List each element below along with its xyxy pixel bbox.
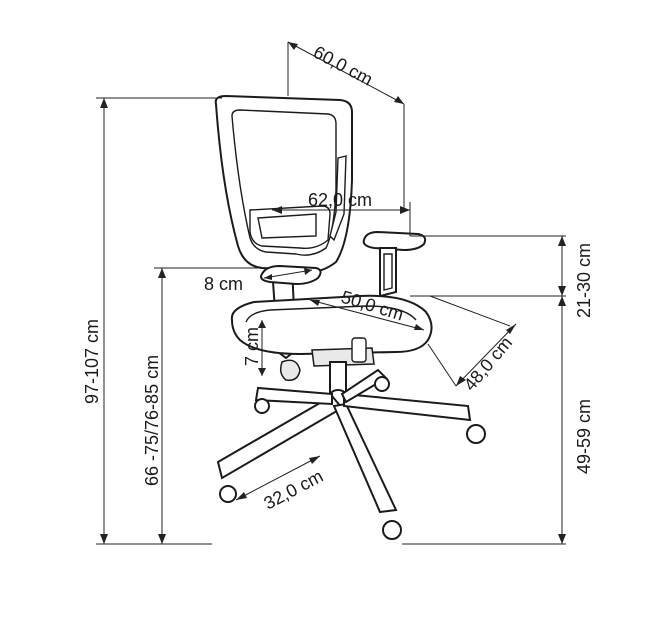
label-seat-height: 49-59 cm xyxy=(574,399,594,474)
office-chair-drawing xyxy=(214,94,486,540)
label-total-height: 97-107 cm xyxy=(82,319,102,404)
base-leg-right xyxy=(343,392,472,422)
label-armrest-total-height: 66 -75/76-85 cm xyxy=(142,355,162,486)
left-armrest xyxy=(260,264,322,286)
label-seat-width: 48,0 cm xyxy=(460,333,516,395)
dimension-lines xyxy=(96,41,566,545)
label-base-radius: 32,0 cm xyxy=(260,466,326,514)
right-armrest xyxy=(362,230,427,252)
label-depth-top: 60,0 cm xyxy=(310,42,376,90)
base-leg-front-left xyxy=(216,394,344,480)
label-armrest-height-adj: 7 cm xyxy=(242,327,262,366)
base-leg-back-left xyxy=(254,386,333,406)
base-leg-front xyxy=(332,402,398,514)
label-armrest-span: 62,0 cm xyxy=(308,190,372,210)
casters xyxy=(219,376,486,540)
label-back-height: 21-30 cm xyxy=(574,243,594,318)
label-armrest-offset: 8 cm xyxy=(204,274,243,294)
tilt-knob xyxy=(279,359,301,382)
